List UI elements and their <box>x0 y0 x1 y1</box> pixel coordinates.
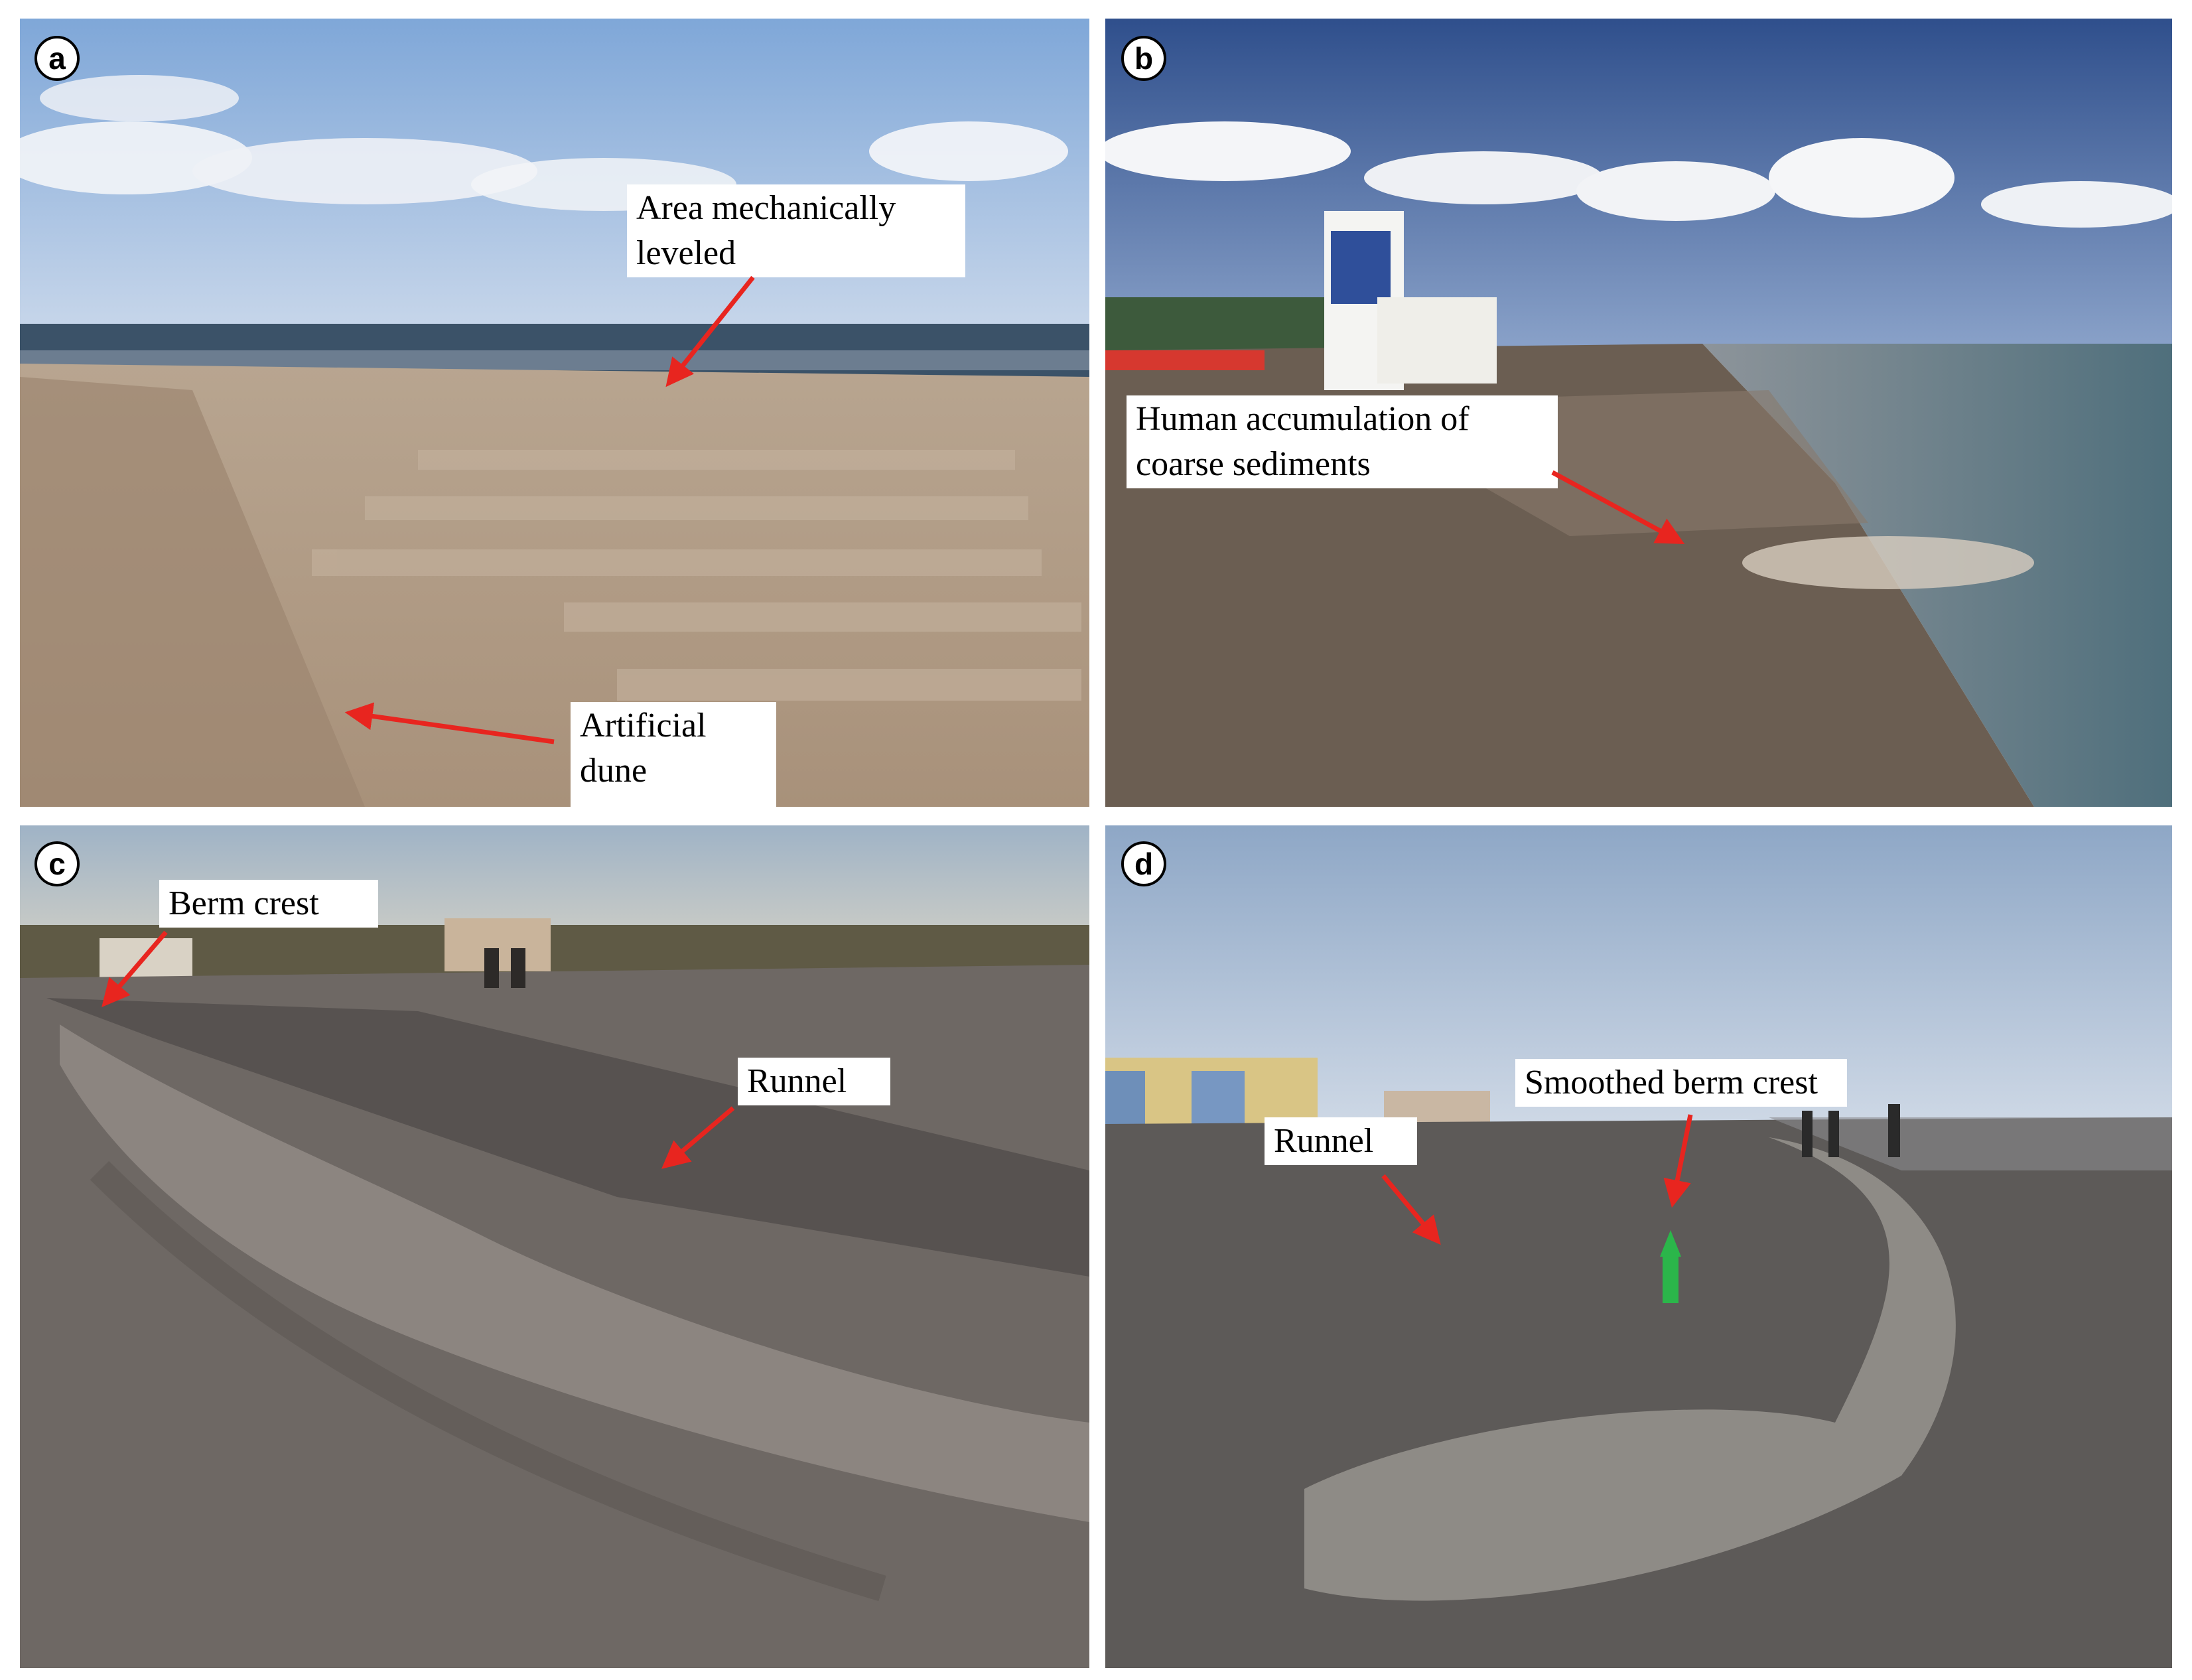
label-berm-crest: Berm crest <box>159 880 378 928</box>
label-line: dune <box>580 752 648 790</box>
panel-label-d: d <box>1121 841 1166 886</box>
label-artificial-dune: Artificial dune <box>571 702 776 807</box>
photo-panel-d: d Smoothed berm crest Runnel <box>1105 825 2172 1668</box>
panel-label-c: c <box>34 841 80 886</box>
label-area-mechanically-leveled: Area mechanically leveled <box>627 184 965 277</box>
label-line: Human accumulation of <box>1136 400 1470 438</box>
label-line: Artificial <box>580 707 707 744</box>
photo-smoothed-berm-crest <box>1105 825 2172 1668</box>
label-line: leveled <box>636 234 736 272</box>
panel-label-b: b <box>1121 36 1166 81</box>
photo-panel-b: b Human accumulation of coarse sediments <box>1105 19 2172 807</box>
label-runnel: Runnel <box>738 1058 890 1105</box>
label-line: coarse sediments <box>1136 445 1371 483</box>
photo-berm-crest-runnel <box>20 825 1089 1668</box>
panel-label-a: a <box>34 36 80 81</box>
photo-panel-c: c Berm crest Runnel <box>20 825 1089 1668</box>
photo-panel-a: a Area mechanically leveled Artificial d… <box>20 19 1089 807</box>
label-runnel: Runnel <box>1265 1117 1417 1165</box>
photo-leveled-beach <box>20 19 1089 807</box>
label-human-accumulation: Human accumulation of coarse sediments <box>1127 395 1558 488</box>
label-smoothed-berm-crest: Smoothed berm crest <box>1515 1059 1847 1107</box>
label-line: Area mechanically <box>636 189 896 227</box>
